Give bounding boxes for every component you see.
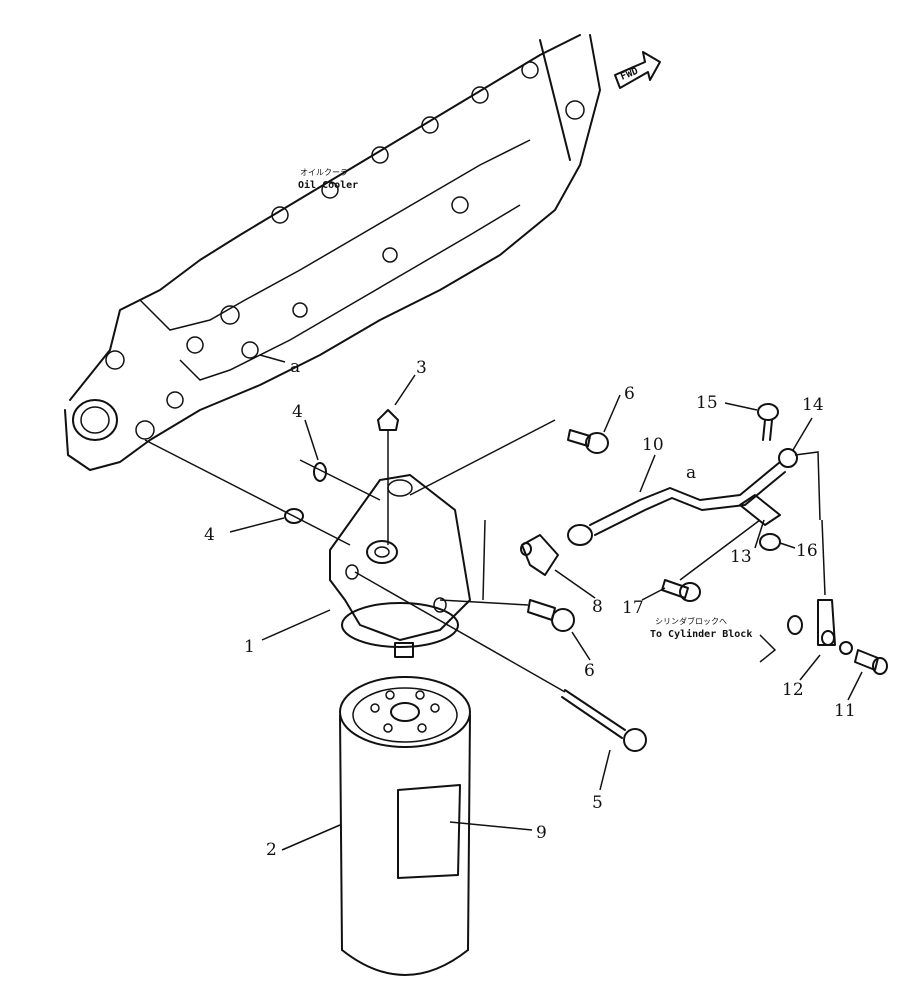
banjo-assembly bbox=[787, 519, 888, 675]
part-number: 15 bbox=[696, 393, 718, 413]
bracket-14 bbox=[778, 448, 821, 521]
part-number: 12 bbox=[782, 680, 804, 700]
long-bolt bbox=[354, 571, 647, 752]
part-number: 4 bbox=[292, 402, 303, 422]
oil-pipe bbox=[567, 461, 786, 546]
part-number: 2 bbox=[266, 840, 277, 860]
part-numbers: 1 2 3 4 4 5 6 6 8 9 10 11 12 13 14 15 16… bbox=[204, 358, 856, 860]
callout-leaders bbox=[229, 374, 863, 851]
part-number: 8 bbox=[592, 597, 603, 617]
o-ring-upper bbox=[313, 462, 327, 482]
part-number: 1 bbox=[244, 637, 255, 657]
ref-a-cooler: a bbox=[290, 357, 300, 377]
part-number: 4 bbox=[204, 525, 215, 545]
clamp bbox=[739, 494, 781, 526]
filter-cartridge bbox=[339, 676, 471, 976]
part-number: 17 bbox=[622, 598, 644, 618]
part-number: 16 bbox=[796, 541, 818, 561]
part-number: 6 bbox=[624, 384, 635, 404]
nut-16 bbox=[759, 533, 781, 551]
elbow-fitting bbox=[520, 534, 559, 576]
part-number: 11 bbox=[834, 701, 856, 721]
bolt-17 bbox=[661, 519, 761, 602]
cylinder-block-jp-label: シリンダブロックへ bbox=[655, 616, 727, 626]
bolt-upper bbox=[409, 419, 609, 496]
oil-cooler-label: Oil Cooler bbox=[298, 179, 358, 191]
filter-head bbox=[329, 474, 471, 658]
part-number: 14 bbox=[802, 395, 824, 415]
part-number: 3 bbox=[416, 358, 427, 378]
fwd-arrow-icon: FWD bbox=[614, 51, 661, 89]
ref-a-pipe: a bbox=[686, 463, 696, 483]
plug bbox=[377, 409, 399, 545]
part-number: 6 bbox=[584, 661, 595, 681]
part-number: 10 bbox=[642, 435, 664, 455]
part-number: 13 bbox=[730, 547, 752, 567]
bolt-15 bbox=[757, 403, 779, 441]
cylinder-block-label: To Cylinder Block bbox=[650, 628, 752, 640]
part-number: 9 bbox=[536, 823, 547, 843]
fwd-label: FWD bbox=[619, 66, 640, 83]
o-ring-lower bbox=[284, 508, 304, 524]
oil-cooler-jp-label: オイルクーラ bbox=[300, 168, 348, 177]
oil-cooler bbox=[64, 34, 601, 471]
filter-label-plate bbox=[397, 784, 461, 879]
bolt-lower bbox=[439, 519, 575, 632]
part-number: 5 bbox=[592, 793, 603, 813]
